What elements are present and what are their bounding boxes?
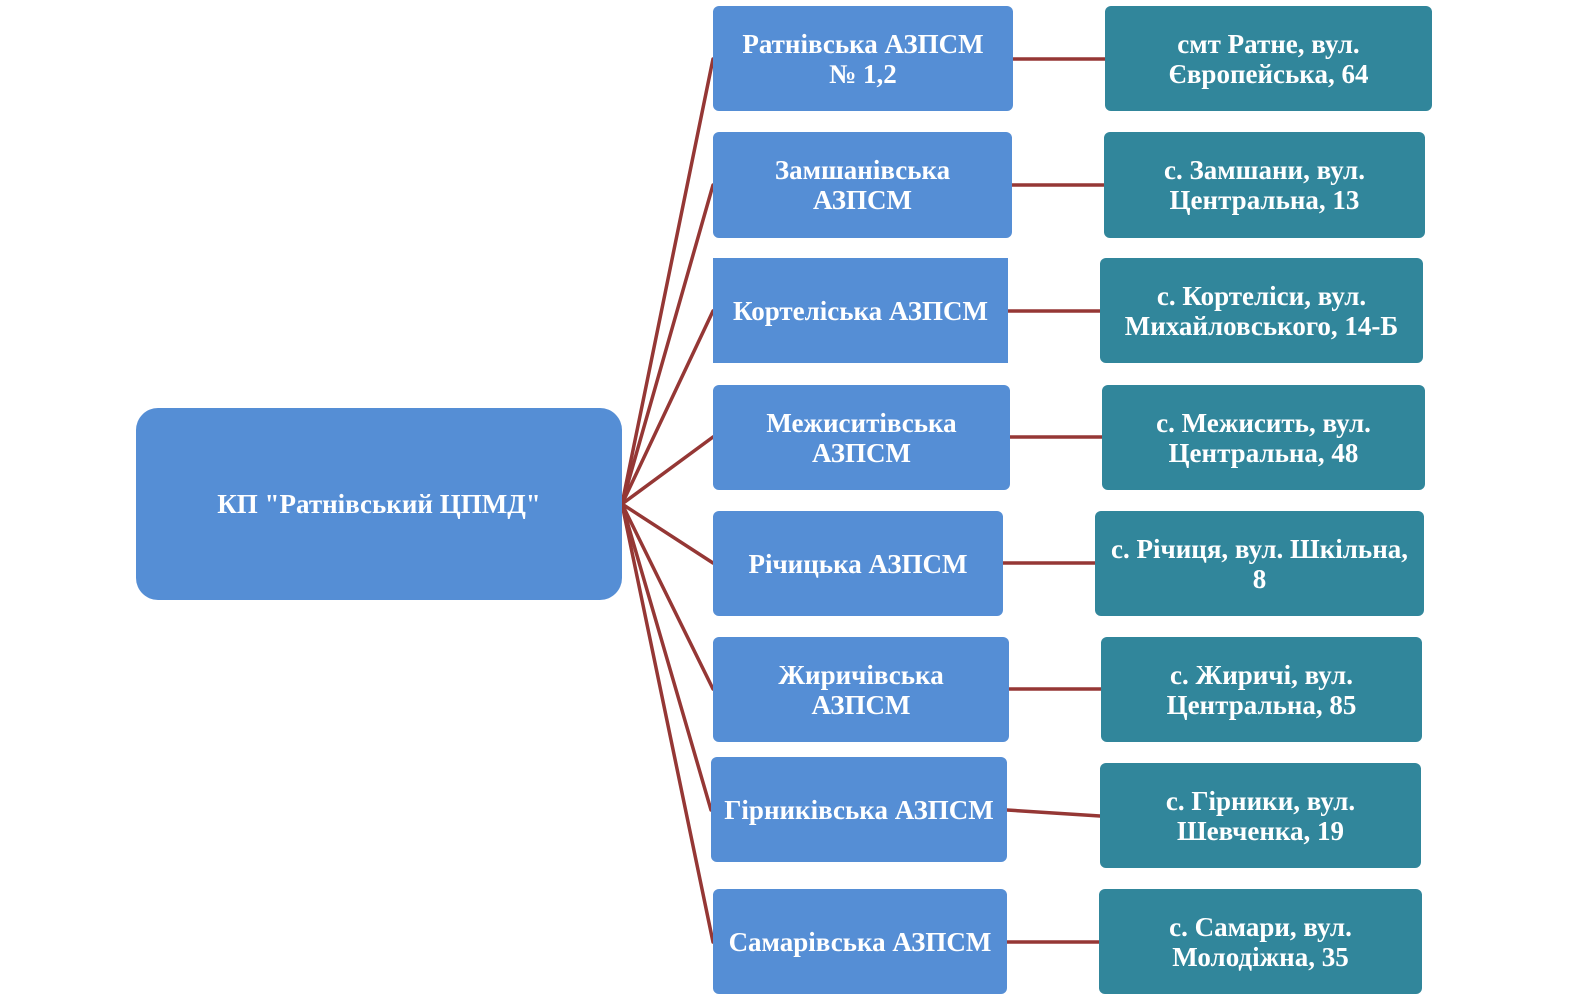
connector-root-to-branch-6: [620, 502, 715, 691]
address-node-label: с. Межисить, вул. Центральна, 48: [1156, 407, 1371, 468]
branch-node-kortelisy: Кортеліська АЗПСМ: [713, 258, 1008, 363]
branch-node-samary: Самарівська АЗПСМ: [713, 889, 1007, 994]
address-node-richytsia: с. Річиця, вул. Шкільна, 8: [1095, 511, 1424, 616]
address-node-label: с. Замшани, вул. Центральна, 13: [1164, 155, 1365, 215]
branch-node-richytsia: Річицька АЗПСМ: [713, 511, 1003, 616]
branch-node-label: Гірниківська АЗПСМ: [724, 794, 994, 825]
branch-node-label: Замшанівська АЗПСМ: [774, 155, 951, 215]
branch-node-mezhysyt: Межиситівська АЗПСМ: [713, 385, 1010, 490]
address-node-label: с. Жиричі, вул. Центральна, 85: [1166, 659, 1357, 720]
connector-root-to-branch-1: [620, 57, 715, 506]
branch-node-label: Кортеліська АЗПСМ: [732, 295, 988, 326]
connector-root-to-branch-2: [620, 183, 715, 506]
root-node-label: КП "Ратнівський ЦПМД": [217, 489, 541, 519]
connector-root-to-branch-7: [620, 502, 713, 812]
root-node: КП "Ратнівський ЦПМД": [136, 408, 622, 600]
branch-node-label: Самарівська АЗПСМ: [728, 926, 992, 957]
connector-root-to-branch-5: [620, 502, 715, 565]
connector-root-to-branch-3: [620, 309, 715, 506]
connector-root-to-branch-8: [620, 502, 715, 944]
address-node-zamshany: с. Замшани, вул. Центральна, 13: [1104, 132, 1425, 238]
address-node-label: с. Самари, вул. Молодіжна, 35: [1169, 911, 1352, 972]
address-node-label: смт Ратне, вул. Європейська, 64: [1168, 28, 1369, 89]
address-node-hirnyky: с. Гірники, вул. Шевченка, 19: [1100, 763, 1421, 868]
connector-root-to-branch-4: [620, 435, 715, 506]
branch-node-label: Межиситівська АЗПСМ: [766, 407, 957, 468]
address-node-samary: с. Самари, вул. Молодіжна, 35: [1099, 889, 1422, 994]
branch-node-hirnyky: Гірниківська АЗПСМ: [711, 757, 1007, 862]
address-node-kortelisy: с. Кортеліси, вул. Михайловського, 14-Б: [1100, 258, 1423, 363]
address-node-ratne: смт Ратне, вул. Європейська, 64: [1105, 6, 1432, 111]
branch-node-label: Річицька АЗПСМ: [748, 548, 968, 579]
branch-node-label: Ратнівська АЗПСМ № 1,2: [742, 28, 984, 89]
branch-node-label: Жиричівська АЗПСМ: [778, 659, 944, 720]
address-node-label: с. Річиця, вул. Шкільна, 8: [1111, 533, 1408, 594]
branch-node-zhyrychi: Жиричівська АЗПСМ: [713, 637, 1009, 742]
address-node-mezhysyt: с. Межисить, вул. Центральна, 48: [1102, 385, 1425, 490]
branch-node-zamshany: Замшанівська АЗПСМ: [713, 132, 1012, 238]
branch-node-ratne: Ратнівська АЗПСМ № 1,2: [713, 6, 1013, 111]
address-node-label: с. Гірники, вул. Шевченка, 19: [1165, 785, 1356, 846]
address-node-zhyrychi: с. Жиричі, вул. Центральна, 85: [1101, 637, 1422, 742]
address-node-label: с. Кортеліси, вул. Михайловського, 14-Б: [1124, 280, 1399, 341]
connector-branch-7-to-address: [1005, 808, 1102, 818]
